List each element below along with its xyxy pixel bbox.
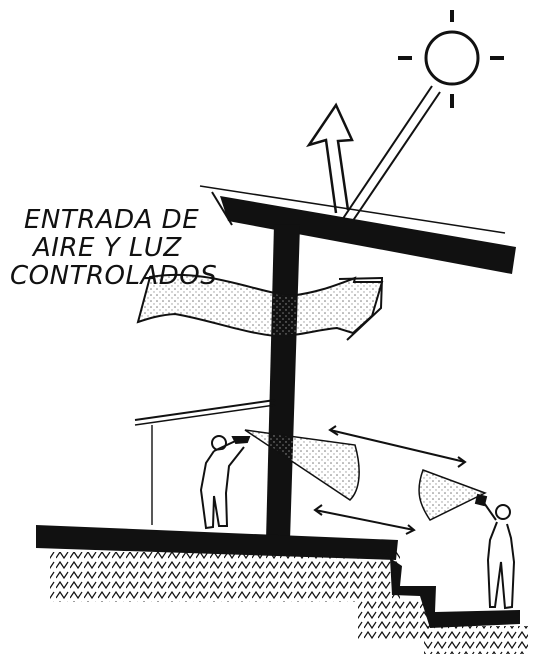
reflection-arrow — [309, 105, 352, 213]
column — [266, 224, 300, 540]
ground-hatching — [50, 552, 528, 654]
sun-ray — [342, 86, 440, 225]
roof-slab — [200, 186, 516, 274]
person-right-icon — [476, 495, 514, 608]
label-line-3: CONTROLADOS — [10, 261, 217, 291]
air-light-label: ENTRADA DE AIRE Y LUZ CONTROLADOS — [10, 205, 217, 291]
label-line-2: AIRE Y LUZ — [31, 233, 182, 263]
label-line-1: ENTRADA DE — [24, 205, 199, 235]
person-left-icon — [201, 436, 249, 528]
sun-icon — [398, 10, 504, 108]
